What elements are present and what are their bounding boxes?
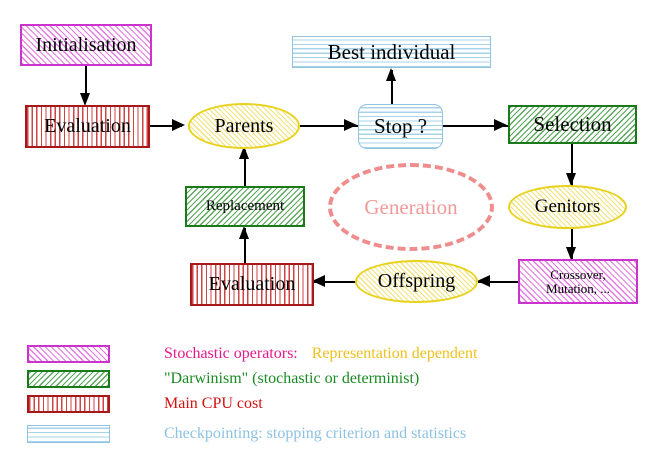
- node-evaluation-bottom-label: Evaluation: [208, 273, 296, 295]
- legend-row: Main CPU cost: [27, 392, 263, 416]
- node-offspring[interactable]: Offspring: [355, 260, 478, 303]
- edge-offspring-to-evaluation: [313, 281, 357, 283]
- edge-evaluation-to-replacement: [244, 228, 246, 264]
- node-genitors-label: Genitors: [534, 196, 601, 218]
- arrowhead-genitors-to-crossover: [566, 247, 576, 260]
- node-evaluation-bottom[interactable]: Evaluation: [190, 263, 314, 306]
- arrowhead-replacement-to-parents: [239, 146, 249, 159]
- green-hatch-swatch: [27, 370, 110, 388]
- node-parents[interactable]: Parents: [188, 103, 300, 149]
- node-generation: Generation: [328, 163, 494, 251]
- legend-row: Stochastic operators: Representation depe…: [27, 342, 477, 366]
- legend-label: Checkpointing: stopping criterion and st…: [132, 407, 466, 461]
- legend-label-secondary: Representation dependent: [311, 345, 478, 362]
- node-crossover-mutation-label: Crossover, Mutation, ...: [546, 266, 610, 296]
- arrowhead-stop-to-selection: [494, 119, 507, 131]
- legend-label-primary: Checkpointing: stopping criterion and st…: [164, 425, 467, 442]
- node-replacement[interactable]: Replacement: [185, 186, 305, 227]
- node-selection-label: Selection: [533, 112, 612, 137]
- edge-parents-to-stop: [300, 125, 358, 127]
- node-stop[interactable]: Stop ?: [358, 104, 443, 149]
- arrowhead-offspring-to-evaluation: [312, 275, 325, 287]
- red-hatch-swatch: [27, 395, 110, 413]
- node-evaluation-top[interactable]: Evaluation: [25, 105, 150, 148]
- magenta-hatch-swatch: [27, 345, 110, 363]
- legend-label: "Darwinism" (stochastic or determinist): [132, 352, 419, 406]
- arrowhead-stop-to-best-individual: [386, 68, 396, 81]
- legend-label-primary: "Darwinism" (stochastic or determinist): [164, 370, 420, 387]
- arrowhead-crossover-to-offspring: [477, 275, 490, 287]
- arrowhead-parents-to-stop: [344, 119, 357, 131]
- node-crossover-mutation[interactable]: Crossover, Mutation, ...: [518, 259, 638, 304]
- node-offspring-label: Offspring: [377, 270, 456, 292]
- node-best-individual[interactable]: Best individual: [292, 36, 491, 68]
- blue-hatch-swatch: [27, 425, 110, 443]
- node-genitors[interactable]: Genitors: [508, 185, 627, 229]
- legend-label: Stochastic operators: Representation depe…: [132, 327, 477, 381]
- legend-row: Checkpointing: stopping criterion and st…: [27, 422, 466, 446]
- node-replacement-label: Replacement: [205, 197, 285, 214]
- edge-crossover-to-offspring: [478, 281, 520, 283]
- arrowhead-selection-to-genitors: [566, 173, 576, 186]
- legend-label-primary: Stochastic operators:: [164, 345, 298, 362]
- node-parents-label: Parents: [214, 114, 274, 137]
- node-best-individual-label: Best individual: [327, 39, 456, 64]
- node-generation-label: Generation: [364, 194, 458, 219]
- edge-stop-to-selection: [443, 125, 509, 127]
- legend-row: "Darwinism" (stochastic or determinist): [27, 367, 419, 391]
- arrowhead-evaluation-to-parents: [172, 119, 185, 131]
- legend-label: Main CPU cost: [132, 377, 263, 431]
- node-initialisation-label: Initialisation: [35, 33, 137, 56]
- edge-stop-to-best-individual: [391, 70, 393, 104]
- node-initialisation[interactable]: Initialisation: [20, 24, 152, 66]
- arrowhead-evaluation-to-replacement: [239, 226, 249, 239]
- node-stop-label: Stop ?: [373, 114, 428, 139]
- arrowhead-initialisation-to-evaluation: [80, 93, 90, 106]
- edge-selection-to-genitors: [571, 143, 573, 186]
- node-selection[interactable]: Selection: [508, 105, 637, 144]
- edge-replacement-to-parents: [244, 150, 246, 186]
- node-evaluation-top-label: Evaluation: [44, 115, 131, 137]
- edge-initialisation-to-evaluation: [85, 66, 87, 96]
- legend-label-primary: Main CPU cost: [164, 395, 263, 412]
- edge-evaluation-to-parents: [150, 125, 182, 127]
- edge-genitors-to-crossover: [571, 228, 573, 260]
